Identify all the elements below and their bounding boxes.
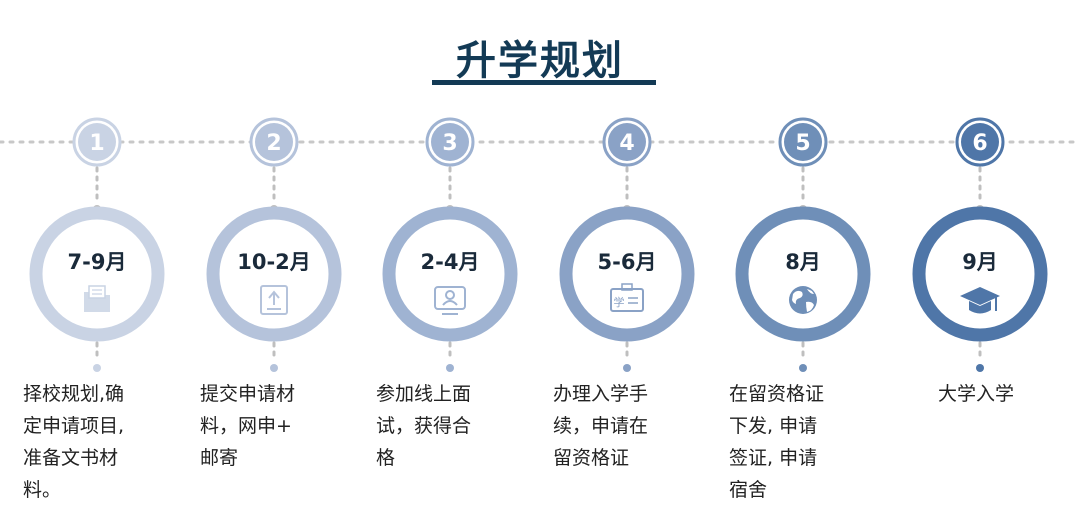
step-1: 1: [29, 117, 165, 372]
step-ring: [559, 206, 695, 342]
desc-dot: [623, 364, 631, 372]
step-month: 9月: [962, 250, 998, 274]
step-month: 10-2月: [237, 250, 311, 274]
step-ring: [382, 206, 518, 342]
page-title: 升学规划: [456, 38, 624, 84]
step-badge: [255, 123, 293, 161]
step-description: 参加线上面 试，获得合 格: [376, 383, 472, 469]
id-card-label: 学: [614, 295, 625, 309]
step-badge: [608, 123, 646, 161]
step-ring: [735, 206, 871, 342]
step-3: 3: [382, 117, 518, 372]
desc-dot: [446, 364, 454, 372]
step-badge: [961, 123, 999, 161]
desc-dot: [799, 364, 807, 372]
step-number: 2: [266, 131, 281, 156]
step-description: 大学入学: [938, 383, 1015, 405]
step-number: 5: [795, 131, 810, 156]
step-2: 2: [206, 117, 342, 372]
title-underline: [432, 80, 656, 85]
step-number: 6: [972, 131, 987, 156]
step-description: 择校规划,确 定申请项目, 准备文书材 料。: [23, 383, 125, 501]
step-6: 6: [912, 117, 1048, 372]
desc-dot: [976, 364, 984, 372]
step-5: 5: [735, 117, 871, 372]
student-id-card-icon: 学: [610, 283, 644, 312]
step-4: 4学: [559, 117, 695, 372]
step-description: 办理入学手 续，申请在 留资格证: [553, 383, 649, 469]
step-badge: [78, 123, 116, 161]
step-month: 7-9月: [67, 250, 127, 274]
step-ring: [206, 206, 342, 342]
step-description: 提交申请材 料，网申+ 邮寄: [200, 383, 296, 469]
step-description: 在留资格证 下发, 申请 签证, 申请 宿舍: [729, 383, 825, 501]
video-interview-icon: [434, 286, 466, 315]
step-number: 1: [89, 131, 104, 156]
step-ring: [912, 206, 1048, 342]
step-month: 2-4月: [420, 250, 480, 274]
step-badge: [784, 123, 822, 161]
upload-document-icon: [260, 285, 288, 315]
step-badge: [431, 123, 469, 161]
step-number: 3: [442, 131, 457, 156]
folder-icon: [84, 285, 110, 312]
step-month: 8月: [785, 250, 821, 274]
desc-dot: [93, 364, 101, 372]
step-month: 5-6月: [597, 250, 657, 274]
step-ring: [29, 206, 165, 342]
globe-icon: [789, 286, 817, 314]
desc-dot: [270, 364, 278, 372]
step-number: 4: [619, 131, 634, 156]
graduation-cap-icon: [960, 287, 1000, 314]
